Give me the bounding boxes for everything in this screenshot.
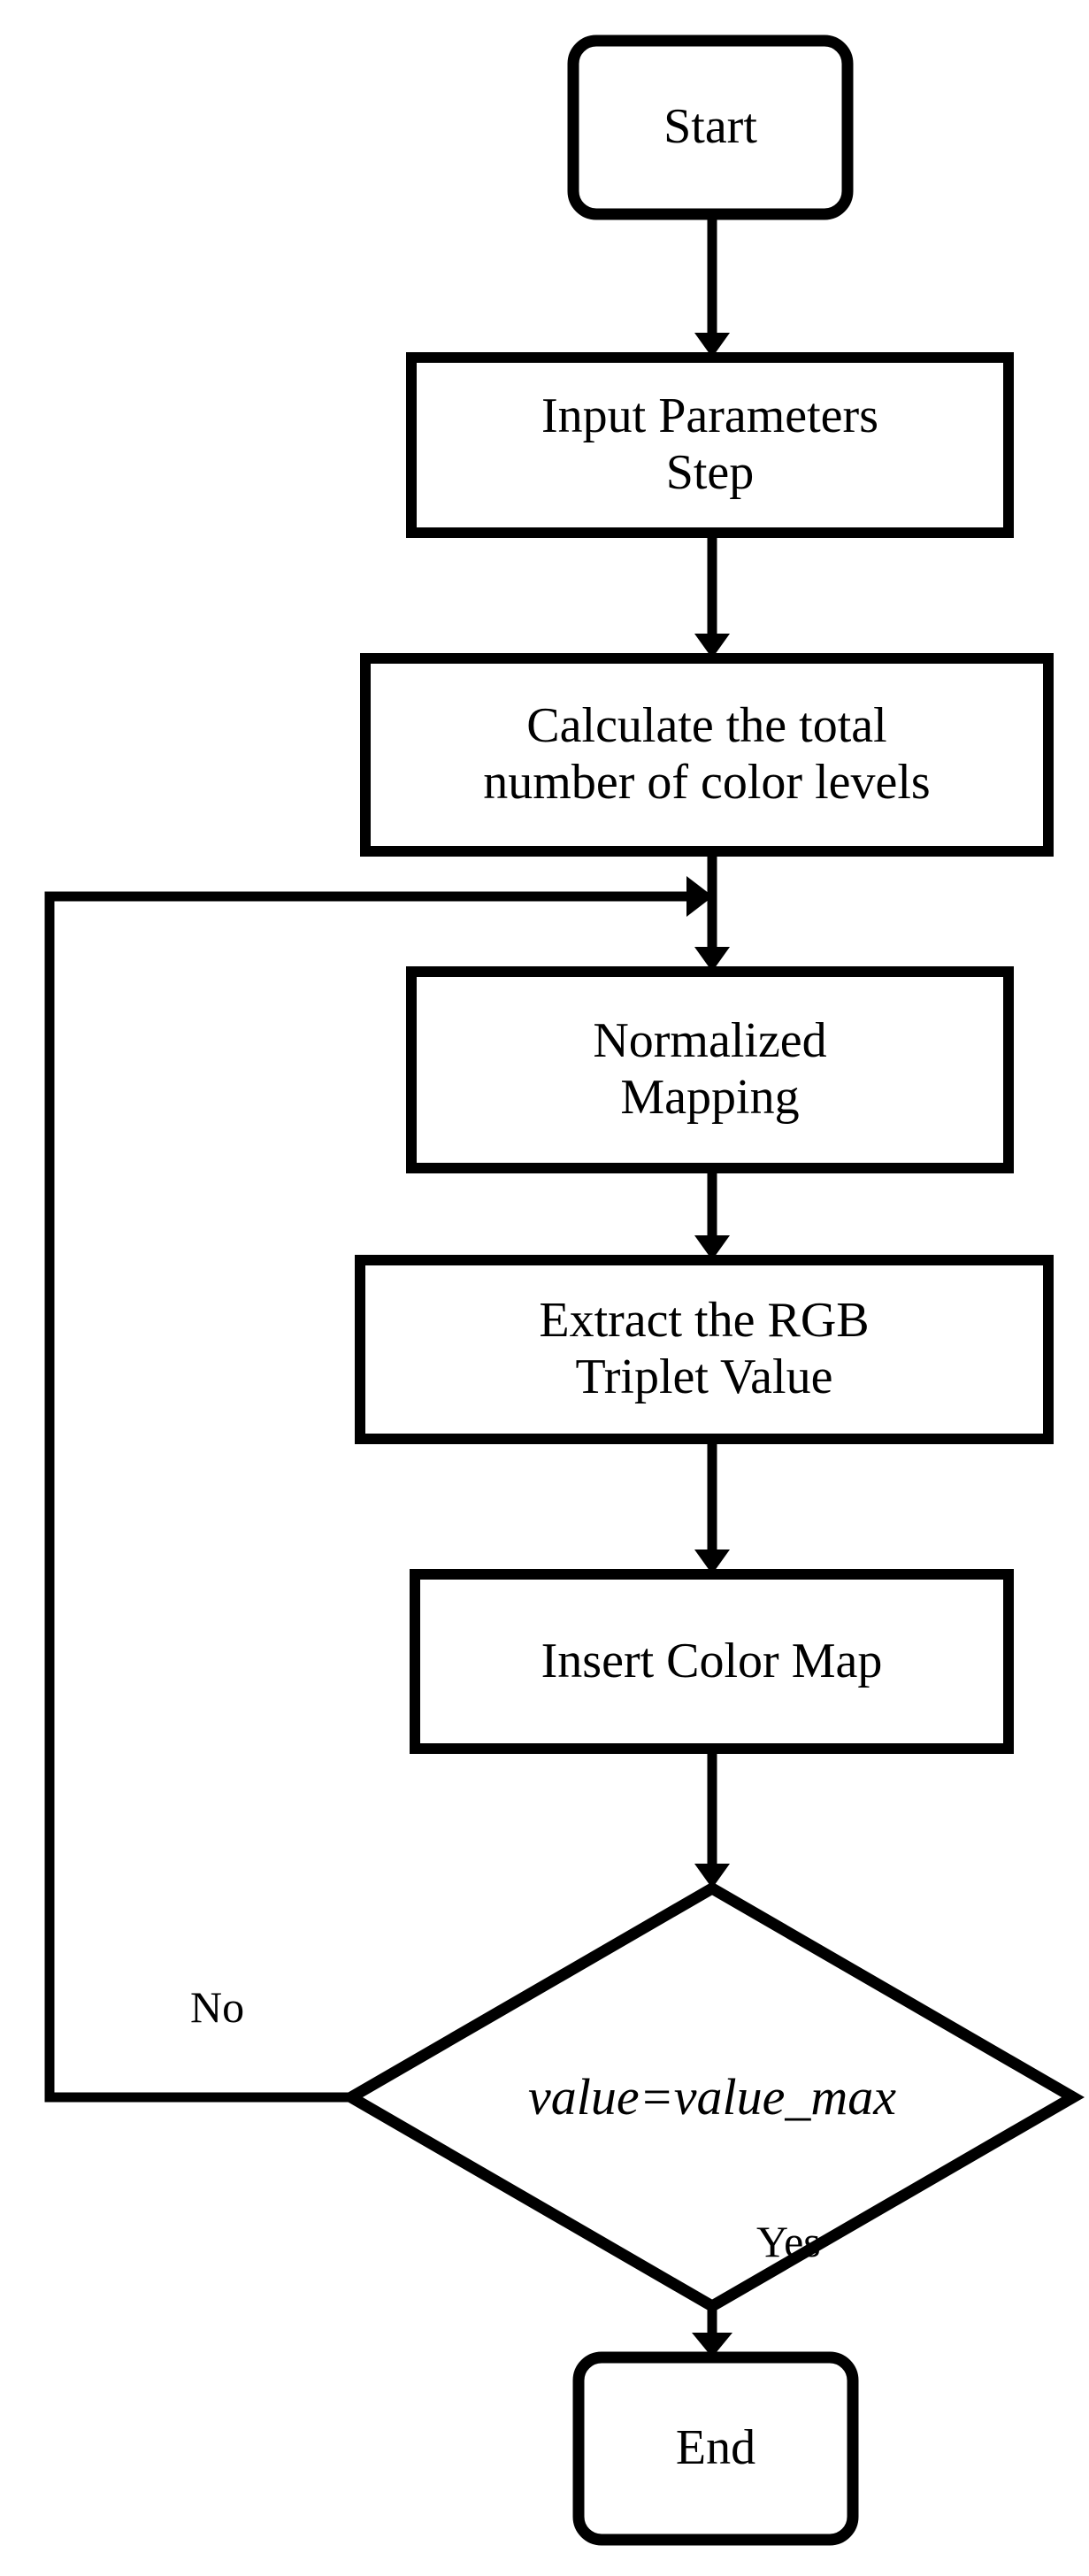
arrowhead-feedback-into-main-line [686,876,713,917]
node-extract-shape[interactable] [355,1255,1054,1444]
arrowhead-input-to-calculate [694,634,730,658]
arrowhead-calculate-to-normalize [694,947,730,972]
arrowhead-decision-yes-to-end [692,2333,732,2357]
node-insert-shape[interactable] [410,1569,1014,1754]
arrowhead-normalize-to-extract [694,1235,730,1260]
node-start-shape[interactable] [567,35,854,220]
node-decision-shape[interactable] [340,1881,1085,2313]
node-end-shape[interactable] [572,2351,859,2546]
node-normalize-shape[interactable] [406,966,1014,1173]
node-input-shape[interactable] [406,352,1014,538]
arrowhead-start-to-input [694,333,730,358]
node-calculate-shape[interactable] [360,653,1054,857]
edge-label-no: No [190,1982,245,2032]
connector-decision-no-feedback [44,891,688,2103]
arrowhead-insert-to-decision [694,1864,730,1888]
arrowhead-extract-to-insert [694,1549,730,1574]
edge-label-yes: Yes [756,2217,821,2266]
